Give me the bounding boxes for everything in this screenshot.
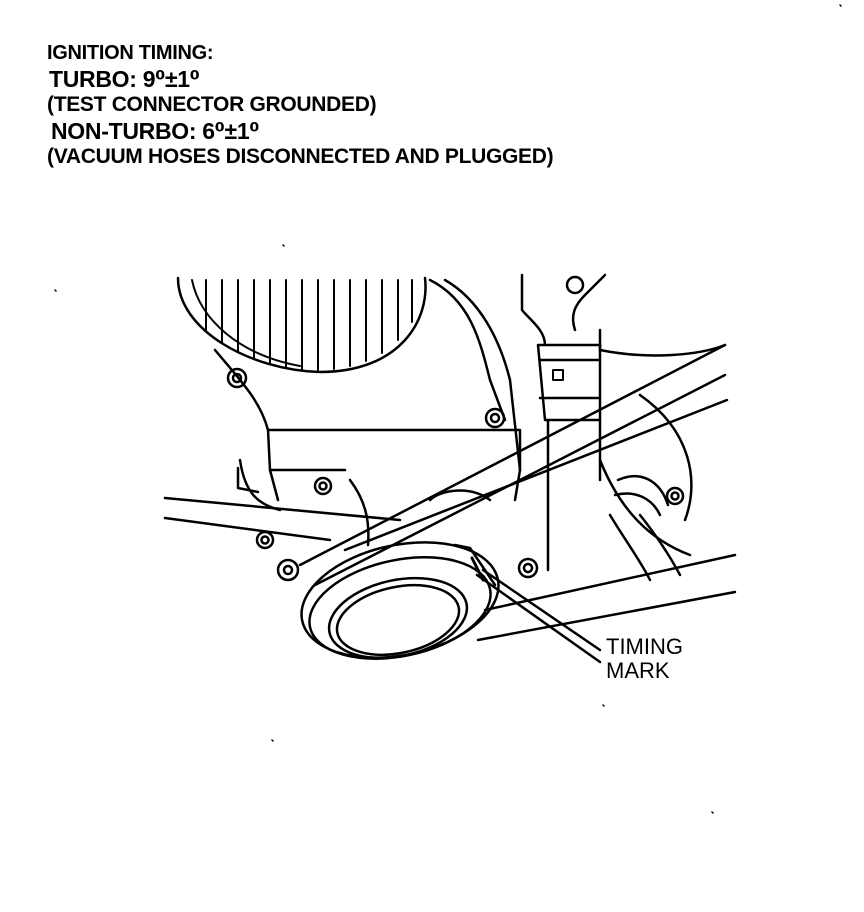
- timing-mark-leader: [470, 556, 602, 664]
- timing-mark-label-line2: MARK: [606, 658, 670, 683]
- bolt-heads: [226, 367, 685, 582]
- timing-mark-label: TIMING MARK: [606, 635, 683, 683]
- coolant-hose: [520, 273, 607, 572]
- timing-mark-label-line1: TIMING: [606, 634, 683, 659]
- crankshaft-pulley: [300, 489, 500, 660]
- drive-belt: [163, 343, 737, 642]
- non-turbo-spec: NON-TURBO: 6⁰±1⁰: [51, 118, 260, 144]
- turbo-spec: TURBO: 9⁰±1⁰: [49, 66, 200, 92]
- turbo-condition: (TEST CONNECTOR GROUNDED): [47, 93, 377, 116]
- scan-specks: [54, 4, 842, 814]
- non-turbo-condition: (VACUUM HOSES DISCONNECTED AND PLUGGED): [47, 145, 554, 168]
- timing-belt-cover: [176, 276, 512, 422]
- engine-block: [213, 328, 727, 557]
- timing-specs: IGNITION TIMING: TURBO: 9⁰±1⁰ (TEST CONN…: [47, 40, 554, 170]
- specs-heading: IGNITION TIMING:: [47, 42, 214, 64]
